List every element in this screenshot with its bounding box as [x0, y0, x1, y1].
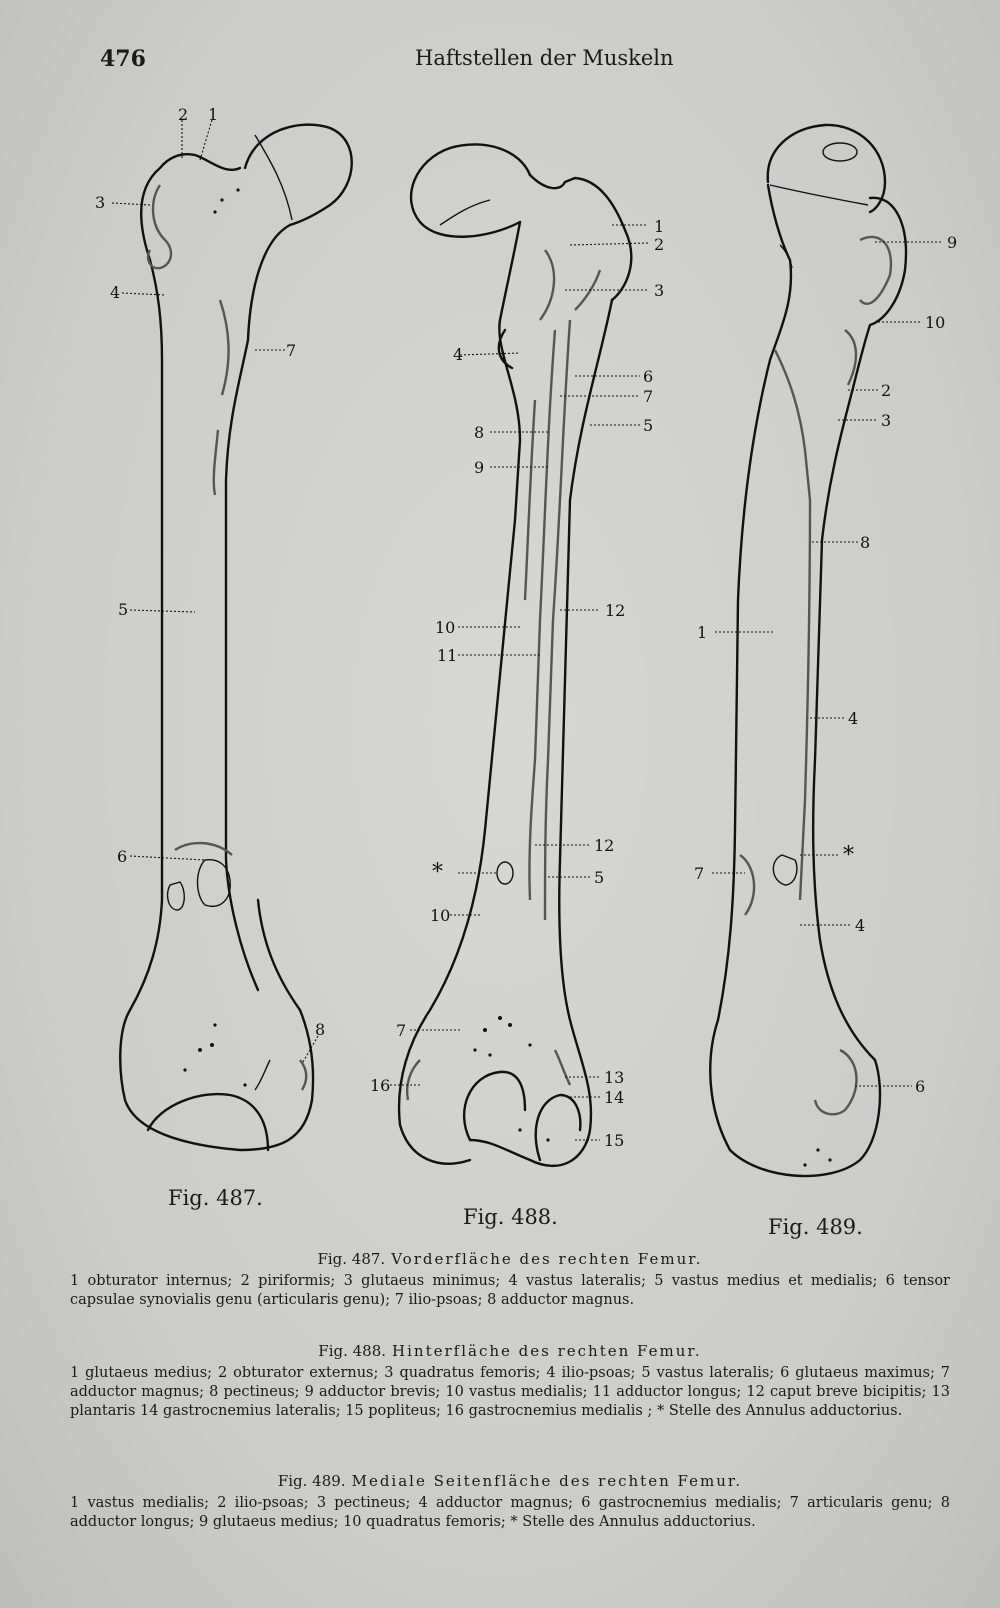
fig488-label-1: 1: [654, 217, 664, 236]
fig487-label-3: 3: [95, 193, 105, 212]
fig488-label-13: 13: [604, 1068, 624, 1087]
running-title: Haftstellen der Muskeln: [415, 46, 674, 70]
legend-fig-487: Fig. 487.Vorderfläche des rechten Femur.…: [70, 1250, 950, 1310]
fig487-label-8: 8: [315, 1020, 325, 1039]
fig489-label-9: 9: [947, 233, 957, 252]
legend-fig-489: Fig. 489.Mediale Seitenfläche des rechte…: [70, 1472, 950, 1532]
fig488-label-3: 3: [654, 281, 664, 300]
fig488-label-10b: 10: [430, 906, 450, 925]
fig489-label-7: 7: [694, 864, 704, 883]
figure-487-caption: Fig. 487.: [168, 1186, 263, 1210]
fig488-label-15: 15: [604, 1131, 624, 1150]
fig487-label-6: 6: [117, 847, 127, 866]
fig489-label-4: 4: [848, 709, 858, 728]
fig488-label-7b: 7: [396, 1021, 406, 1040]
figure-487-femur-anterior: 2 1 3 4 7 5 6 8: [95, 105, 353, 1152]
legend-text: 1 glutaeus medius; 2 obturator externus;…: [70, 1365, 950, 1419]
fig489-label-asterisk: *: [843, 843, 854, 868]
fig487-label-4: 4: [110, 283, 120, 302]
legend-title: Fig. 488.Hinterfläche des rechten Femur.: [318, 1342, 702, 1360]
fig489-label-1: 1: [697, 623, 707, 642]
fig489-label-4b: 4: [855, 916, 865, 935]
figure-489-femur-medial: 9 10 2 3 8 1 4 7 * 4 6: [694, 123, 957, 1178]
fig488-label-14: 14: [604, 1088, 624, 1107]
fig489-label-8: 8: [860, 533, 870, 552]
fig488-label-4: 4: [453, 345, 463, 364]
figure-489-caption: Fig. 489.: [768, 1215, 863, 1239]
figure-488-femur-posterior: 1 2 3 4 6 7 5 8 9 12 10 11 12 * 5 10 7 1…: [370, 143, 664, 1168]
fig489-label-6: 6: [915, 1077, 925, 1096]
fig488-label-9: 9: [474, 458, 484, 477]
legend-text: 1 obturator internus; 2 piriformis; 3 gl…: [70, 1273, 950, 1308]
legend-title: Fig. 489.Mediale Seitenfläche des rechte…: [277, 1472, 743, 1490]
fig487-label-5: 5: [118, 600, 128, 619]
fig488-label-8: 8: [474, 423, 484, 442]
fig488-label-16: 16: [370, 1076, 390, 1095]
fig489-label-3: 3: [881, 411, 891, 430]
fig488-label-2: 2: [654, 235, 664, 254]
fig489-label-10: 10: [925, 313, 945, 332]
legend-text: 1 vastus medialis; 2 ilio-psoas; 3 pecti…: [70, 1495, 950, 1530]
figure-488-caption: Fig. 488.: [463, 1205, 558, 1229]
fig487-label-2: 2: [178, 105, 188, 124]
page-number: 476: [100, 46, 146, 72]
fig488-label-12b: 12: [594, 836, 614, 855]
fig489-label-2: 2: [881, 381, 891, 400]
fig487-label-1: 1: [208, 105, 218, 124]
legend-title: Fig. 487.Vorderfläche des rechten Femur.: [317, 1250, 703, 1268]
fig488-label-6: 6: [643, 367, 653, 386]
fig488-label-asterisk: *: [432, 860, 443, 885]
fig488-label-10: 10: [435, 618, 455, 637]
legend-fig-488: Fig. 488.Hinterfläche des rechten Femur.…: [70, 1342, 950, 1421]
fig488-label-11: 11: [437, 646, 457, 665]
fig487-label-7: 7: [286, 341, 296, 360]
fig488-label-5: 5: [643, 416, 653, 435]
fig488-label-12: 12: [605, 601, 625, 620]
fig488-label-7: 7: [643, 387, 653, 406]
fig488-label-5b: 5: [594, 868, 604, 887]
